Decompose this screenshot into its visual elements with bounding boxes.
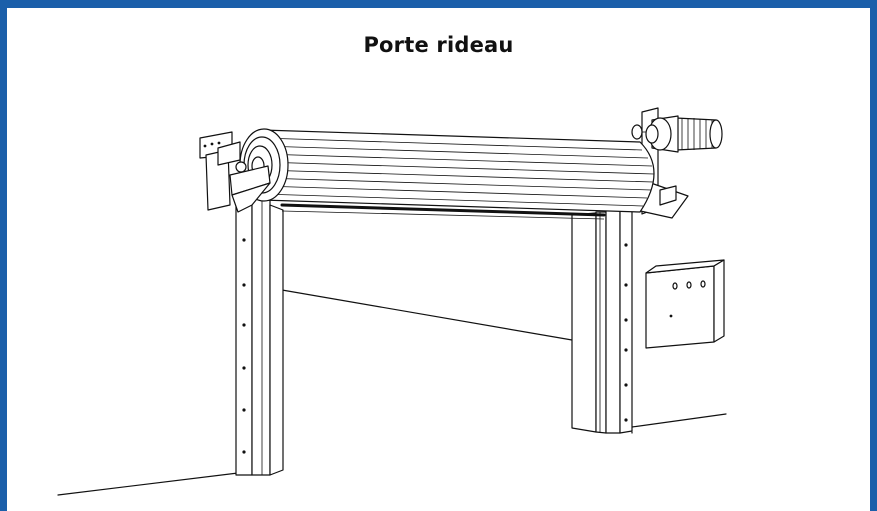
- floor-lines: [57, 413, 727, 496]
- left-guide-rail: [235, 197, 284, 476]
- roll-drum: [261, 129, 655, 213]
- right-guide-rail: [571, 205, 633, 434]
- button-icon: [700, 280, 706, 288]
- button-icon: [686, 281, 692, 289]
- opening-floor-edge: [281, 289, 573, 341]
- curtain-bottom-bar: [280, 203, 606, 217]
- control-box: [645, 259, 725, 349]
- button-icon: [672, 282, 678, 290]
- left-bracket: [199, 131, 271, 213]
- page-title: Porte rideau: [363, 33, 514, 57]
- motor-icon: [631, 115, 723, 153]
